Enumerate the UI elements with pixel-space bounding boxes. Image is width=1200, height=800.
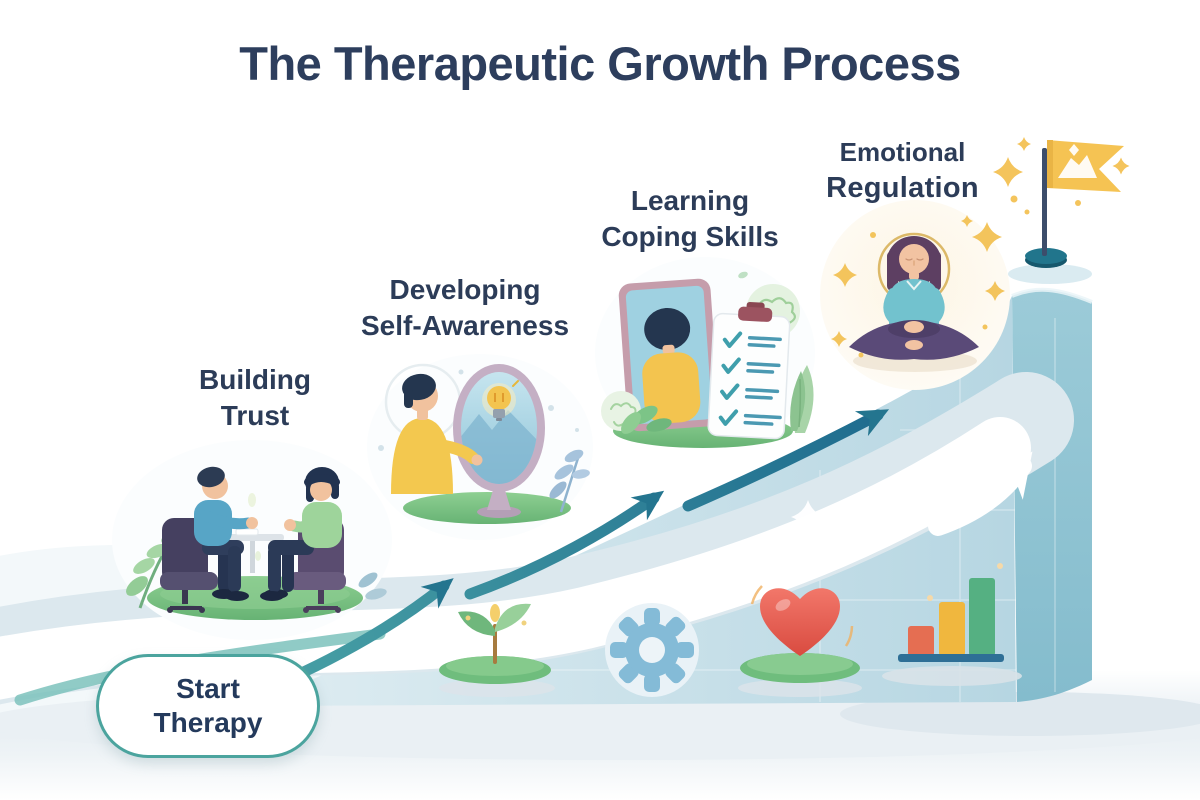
- start-badge-line: Start: [176, 672, 240, 704]
- coping-skills-illustration: [595, 257, 815, 449]
- stage-line: Regulation: [826, 171, 979, 204]
- floating-dots: [378, 369, 579, 451]
- stage-line: Coping Skills: [601, 221, 779, 253]
- ramp-shadow: [840, 692, 1200, 736]
- big-leaf-right: [790, 365, 814, 433]
- tablet-person: [618, 278, 720, 432]
- person-therapist: [194, 466, 258, 601]
- path-band-white: [0, 417, 1031, 700]
- start-therapy-badge: Start Therapy: [96, 654, 320, 758]
- flag-sparkles: [993, 137, 1130, 215]
- butterfly-dot: [738, 271, 748, 279]
- table: [222, 528, 284, 573]
- stage-line: Developing: [389, 274, 541, 305]
- white-growth-arrow: [928, 451, 1033, 536]
- mirror-self-awareness-illustration: [367, 354, 593, 540]
- stage-line: Emotional: [839, 137, 966, 167]
- page-title: The Therapeutic Growth Process: [239, 37, 961, 90]
- person-client: [260, 467, 342, 601]
- goal-flag-icon: [993, 137, 1130, 268]
- meditating-person: [849, 236, 979, 360]
- plant-right: [358, 572, 387, 600]
- sparkle-dot: [959, 441, 965, 447]
- sprout-icon: [439, 603, 555, 697]
- stage-line: Building: [199, 364, 311, 395]
- therapy-session-illustration: [112, 440, 392, 640]
- stage-label-building-trust: Building Trust: [120, 362, 390, 435]
- bar-chart-icon: [882, 563, 1022, 686]
- stage-line: Learning: [630, 185, 750, 216]
- meditation-illustration: [820, 200, 1010, 390]
- stage-line: Trust: [220, 400, 290, 432]
- heart-icon: [738, 585, 862, 697]
- stage-line: Self-Awareness: [360, 310, 570, 342]
- stage-label-developing-self-awareness: Developing Self-Awareness: [320, 272, 610, 345]
- person-looking: [391, 373, 483, 494]
- arrow-segment-3: [682, 409, 890, 512]
- gear-icon: [605, 603, 699, 697]
- blue-branch: [549, 449, 590, 513]
- checklist-clipboard: [707, 301, 791, 440]
- arrow-segment-2: [464, 490, 665, 600]
- stage-label-emotional-regulation: Emotional Regulation: [785, 136, 1020, 207]
- leaves-front: [621, 405, 672, 434]
- sparkle-dot: [973, 451, 977, 455]
- start-badge-line: Therapy: [153, 707, 263, 738]
- stage-label-learning-coping-skills: Learning Coping Skills: [565, 183, 815, 256]
